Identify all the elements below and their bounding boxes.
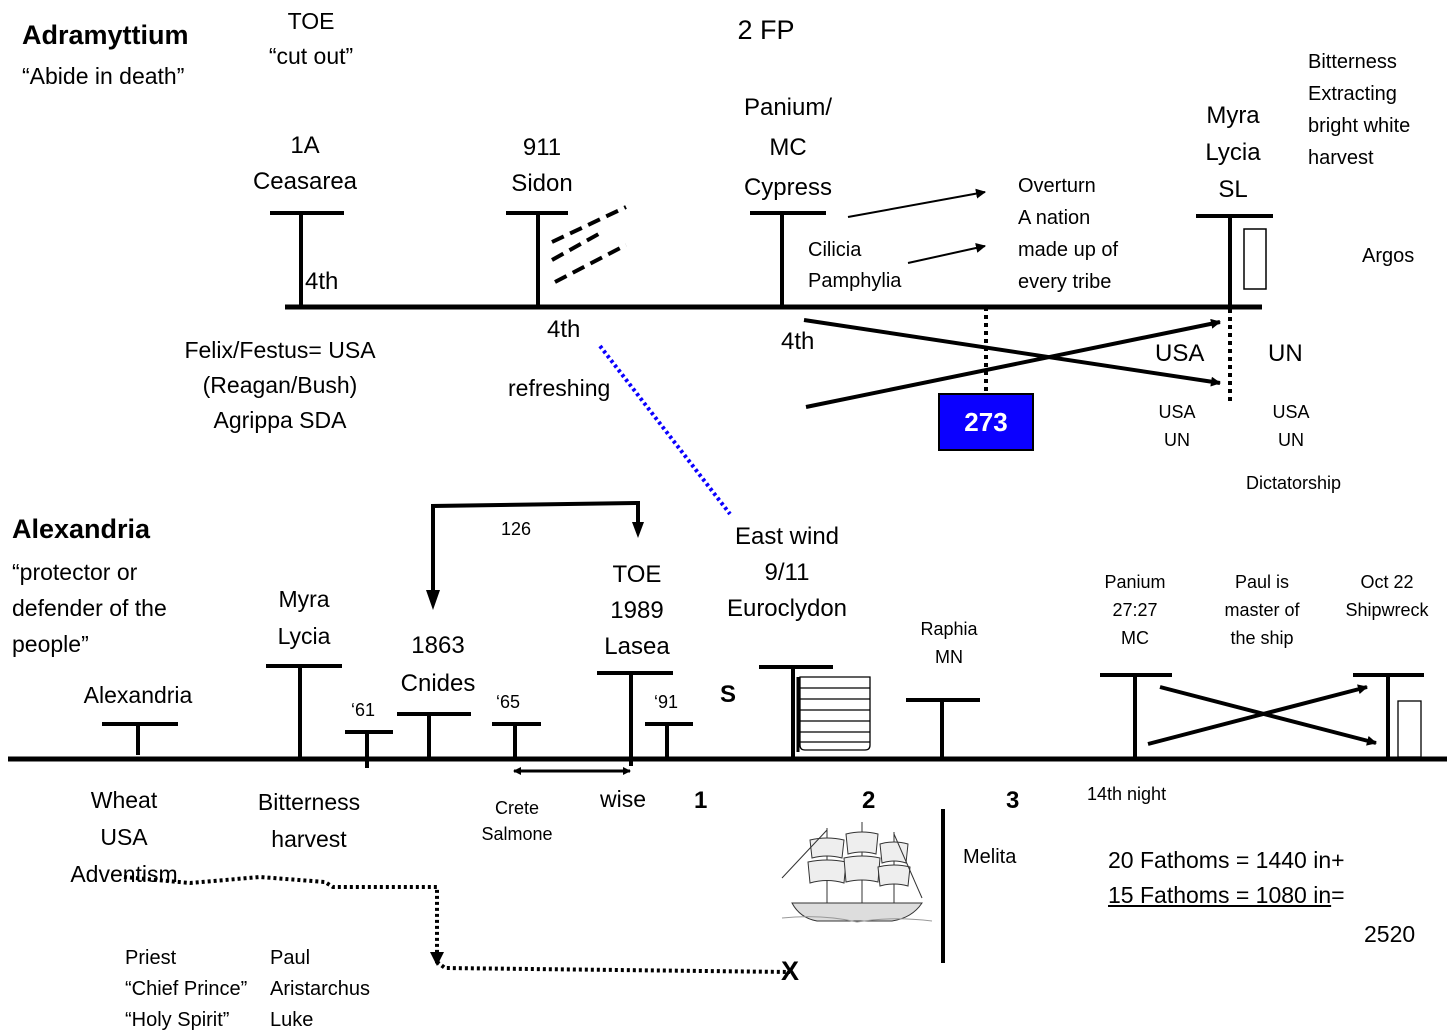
shipwreck-rect (1397, 700, 1422, 758)
year-65: ‘65 (496, 692, 521, 712)
top-heading-sub: “Abide in death” (22, 63, 185, 89)
label-126: 126 (501, 519, 532, 539)
fathoms-line-1: 20 Fathoms = 1440 in+ (1108, 847, 1345, 873)
usa-big: USA (1155, 340, 1205, 367)
priest-list: Priest“Chief Prince”“Holy Spirit” (125, 947, 248, 1031)
blue-dotted-connector (598, 344, 732, 516)
wise-label: wise (600, 786, 647, 812)
top-station-markers (270, 211, 1273, 307)
alexandria-station: Alexandria (83, 682, 193, 708)
arrow-126-head-right (632, 522, 644, 538)
bottom-cross-arrow-down (1159, 685, 1377, 746)
arrow-126-head-left (426, 590, 440, 610)
phase-1: 1 (694, 787, 708, 814)
sidon-dashes (551, 205, 627, 284)
refreshing-label: refreshing (508, 375, 611, 401)
phase-3: 3 (1006, 787, 1020, 814)
arrow-to-overturn-1 (847, 188, 986, 218)
argos-label: Argos (1362, 245, 1415, 267)
arrow-to-overturn-2 (907, 243, 986, 264)
myra-rect (1243, 228, 1267, 290)
fp-label: 2 FP (737, 15, 795, 45)
dictatorship-label: Dictatorship (1246, 473, 1342, 493)
toe-label: TOE (287, 8, 335, 34)
fathoms-line-2: 15 Fathoms = 1080 in= (1108, 882, 1345, 908)
dotted-route (123, 874, 791, 974)
phase-2: 2 (862, 787, 876, 814)
bottom-cross-arrow-up (1147, 684, 1368, 746)
felix-label: Felix/Festus= USA(Reagan/Bush)Agrippa SD… (184, 337, 376, 433)
dotted-route-arrowhead (430, 952, 444, 966)
ship-icon (781, 822, 933, 923)
cut-out-label: “cut out” (268, 43, 354, 69)
box-273: 273 (938, 393, 1034, 451)
year-61: ‘61 (351, 700, 376, 720)
melita-label: Melita (963, 846, 1017, 868)
fourteenth-night-label: 14th night (1087, 784, 1167, 804)
fourth-label-1: 4th (305, 268, 339, 295)
east-wind-stack (796, 676, 871, 752)
fourth-label-2: 4th (547, 316, 581, 343)
s-label: S (720, 681, 737, 708)
year-91: ‘91 (654, 692, 679, 712)
fourth-label-3: 4th (781, 328, 815, 355)
x-mark: X (781, 956, 800, 986)
bottom-heading: Alexandria (12, 514, 151, 544)
bottom-station-markers (102, 664, 1424, 768)
arrow-126 (431, 500, 640, 604)
top-heading: Adramyttium (22, 20, 189, 50)
cross-arrow-down (803, 318, 1221, 387)
un-big: UN (1268, 340, 1303, 367)
cross-arrow-up (805, 318, 1221, 409)
fathoms-total: 2520 (1364, 921, 1416, 947)
